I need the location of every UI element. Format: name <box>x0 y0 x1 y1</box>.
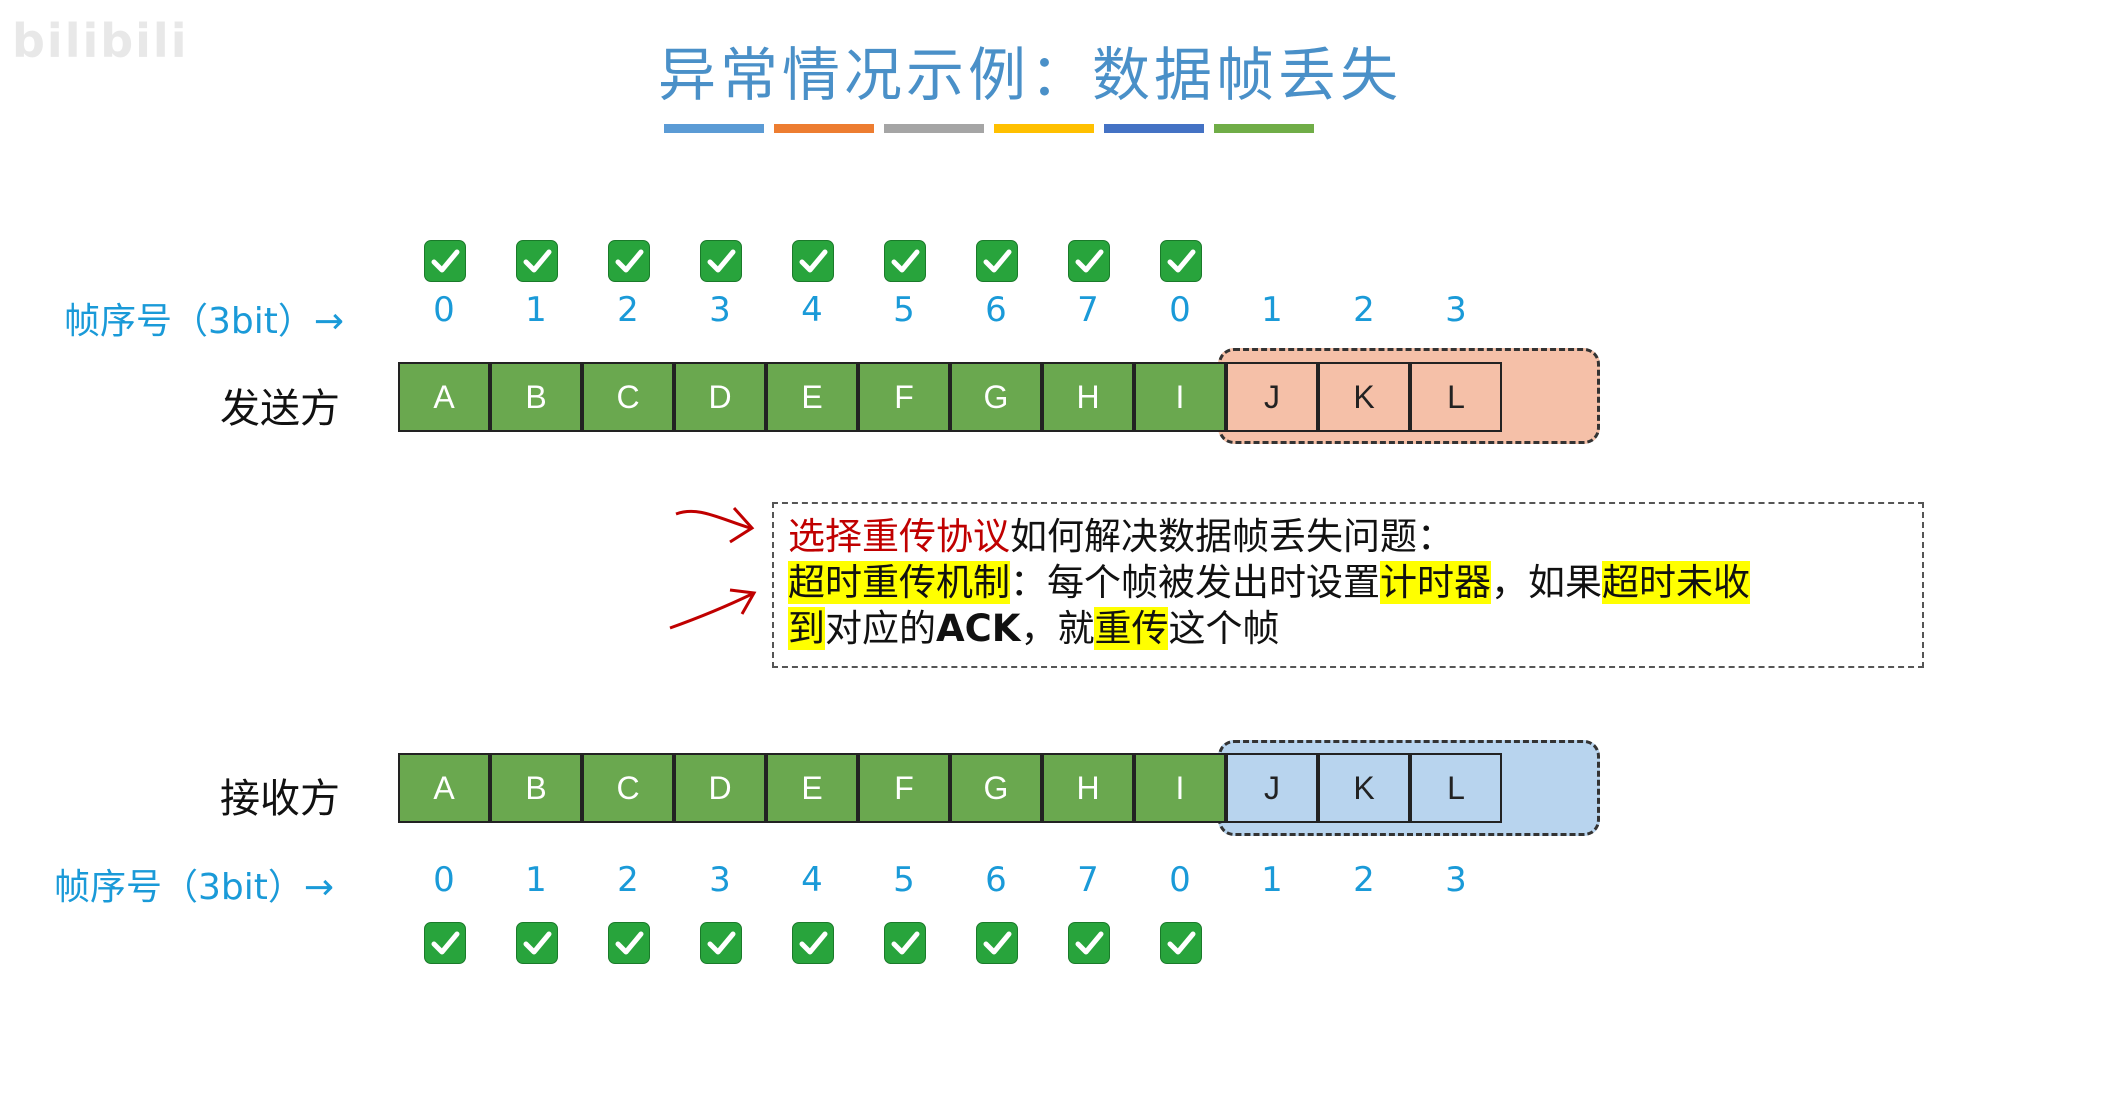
sender-seq-number: 1 <box>1261 290 1283 330</box>
note-text: ：每个帧被发出时设置 <box>1010 561 1380 604</box>
note-highlight-timer: 计时器 <box>1380 561 1491 604</box>
title-bar-segment <box>1104 124 1204 133</box>
sender-frame-G: G <box>950 362 1042 432</box>
check-icon <box>516 922 558 964</box>
receiver-seq-number: 5 <box>893 860 915 900</box>
sender-seq-number: 5 <box>893 290 915 330</box>
sender-frame-C: C <box>582 362 674 432</box>
check-icon <box>608 240 650 282</box>
receiver-frame-H: H <box>1042 753 1134 823</box>
receiver-frame-C: C <box>582 753 674 823</box>
note-line-1: 选择重传协议如何解决数据帧丢失问题： <box>788 514 1908 560</box>
receiver-frame-F: F <box>858 753 950 823</box>
selective-repeat-note: 选择重传协议如何解决数据帧丢失问题： 超时重传机制：每个帧被发出时设置计时器，如… <box>772 502 1924 668</box>
note-highlight-received: 到 <box>788 607 825 650</box>
check-icon <box>1160 922 1202 964</box>
receiver-frame-D: D <box>674 753 766 823</box>
receiver-seq-number: 7 <box>1077 860 1099 900</box>
check-icon <box>1068 922 1110 964</box>
sender-label: 发送方 <box>220 386 340 432</box>
receiver-seq-number: 2 <box>617 860 639 900</box>
note-highlight-timeout: 超时未收 <box>1602 561 1750 604</box>
receiver-seq-number: 2 <box>1353 860 1375 900</box>
check-icon <box>700 922 742 964</box>
sender-seq-number: 2 <box>1353 290 1375 330</box>
check-icon <box>1068 240 1110 282</box>
sender-frame-D: D <box>674 362 766 432</box>
receiver-frame-L: L <box>1410 753 1502 823</box>
note-highlight-retransmit: 重传 <box>1094 607 1169 650</box>
receiver-seq-label: 帧序号（3bit）→ <box>54 867 335 908</box>
sender-frame-A: A <box>398 362 490 432</box>
receiver-label: 接收方 <box>220 776 340 822</box>
sender-seq-number: 3 <box>1445 290 1467 330</box>
annotation-arrows <box>669 506 757 630</box>
receiver-seq-number: 6 <box>985 860 1007 900</box>
check-icon <box>424 240 466 282</box>
sender-seq-number: 2 <box>617 290 639 330</box>
check-icon <box>976 922 1018 964</box>
note-protocol-name: 选择重传协议 <box>788 515 1010 558</box>
title-bar-segment <box>884 124 984 133</box>
check-icon <box>516 240 558 282</box>
check-icon <box>792 922 834 964</box>
receiver-seq-number: 3 <box>1445 860 1467 900</box>
sender-seq-number: 7 <box>1077 290 1099 330</box>
receiver-frame-E: E <box>766 753 858 823</box>
note-ack: ACK <box>936 607 1021 650</box>
note-line-2: 超时重传机制：每个帧被发出时设置计时器，如果超时未收 <box>788 560 1908 606</box>
receiver-seq-number: 1 <box>1261 860 1283 900</box>
receiver-seq-number: 1 <box>525 860 547 900</box>
sender-frame-H: H <box>1042 362 1134 432</box>
note-question: 如何解决数据帧丢失问题： <box>1010 515 1454 558</box>
receiver-seq-number: 0 <box>1169 860 1191 900</box>
sender-seq-number: 6 <box>985 290 1007 330</box>
title-bar-segment <box>774 124 874 133</box>
sender-frame-J: J <box>1226 362 1318 432</box>
sender-seq-number: 4 <box>801 290 823 330</box>
check-icon <box>700 240 742 282</box>
check-icon <box>1160 240 1202 282</box>
title-bar-segment <box>994 124 1094 133</box>
title-color-bar <box>664 124 1314 133</box>
check-icon <box>884 240 926 282</box>
note-text: ，就 <box>1020 607 1095 650</box>
receiver-frame-G: G <box>950 753 1042 823</box>
receiver-seq-number: 3 <box>709 860 731 900</box>
slide-title: 异常情况示例：数据帧丢失 <box>657 41 1402 109</box>
title-bar-segment <box>1214 124 1314 133</box>
note-text: 对应的 <box>825 607 936 650</box>
sender-seq-number: 3 <box>709 290 731 330</box>
check-icon <box>424 922 466 964</box>
sender-frame-L: L <box>1410 362 1502 432</box>
sender-frame-K: K <box>1318 362 1410 432</box>
note-text: 这个帧 <box>1168 607 1280 650</box>
sender-seq-number: 0 <box>1169 290 1191 330</box>
note-line-3: 到对应的ACK，就重传这个帧 <box>788 606 1908 652</box>
check-icon <box>792 240 834 282</box>
receiver-frame-A: A <box>398 753 490 823</box>
watermark: bilibili <box>12 14 189 68</box>
check-icon <box>976 240 1018 282</box>
sender-frame-I: I <box>1134 362 1226 432</box>
receiver-frame-B: B <box>490 753 582 823</box>
check-icon <box>608 922 650 964</box>
title-bar-segment <box>664 124 764 133</box>
receiver-seq-number: 0 <box>433 860 455 900</box>
sender-frame-F: F <box>858 362 950 432</box>
note-text: ，如果 <box>1491 561 1602 604</box>
sender-frame-B: B <box>490 362 582 432</box>
note-highlight-timeout-mechanism: 超时重传机制 <box>788 561 1010 604</box>
sender-seq-label: 帧序号（3bit）→ <box>64 301 345 342</box>
receiver-seq-number: 4 <box>801 860 823 900</box>
receiver-frame-J: J <box>1226 753 1318 823</box>
sender-frame-E: E <box>766 362 858 432</box>
receiver-frame-K: K <box>1318 753 1410 823</box>
check-icon <box>884 922 926 964</box>
receiver-frame-I: I <box>1134 753 1226 823</box>
sender-seq-number: 1 <box>525 290 547 330</box>
sender-seq-number: 0 <box>433 290 455 330</box>
